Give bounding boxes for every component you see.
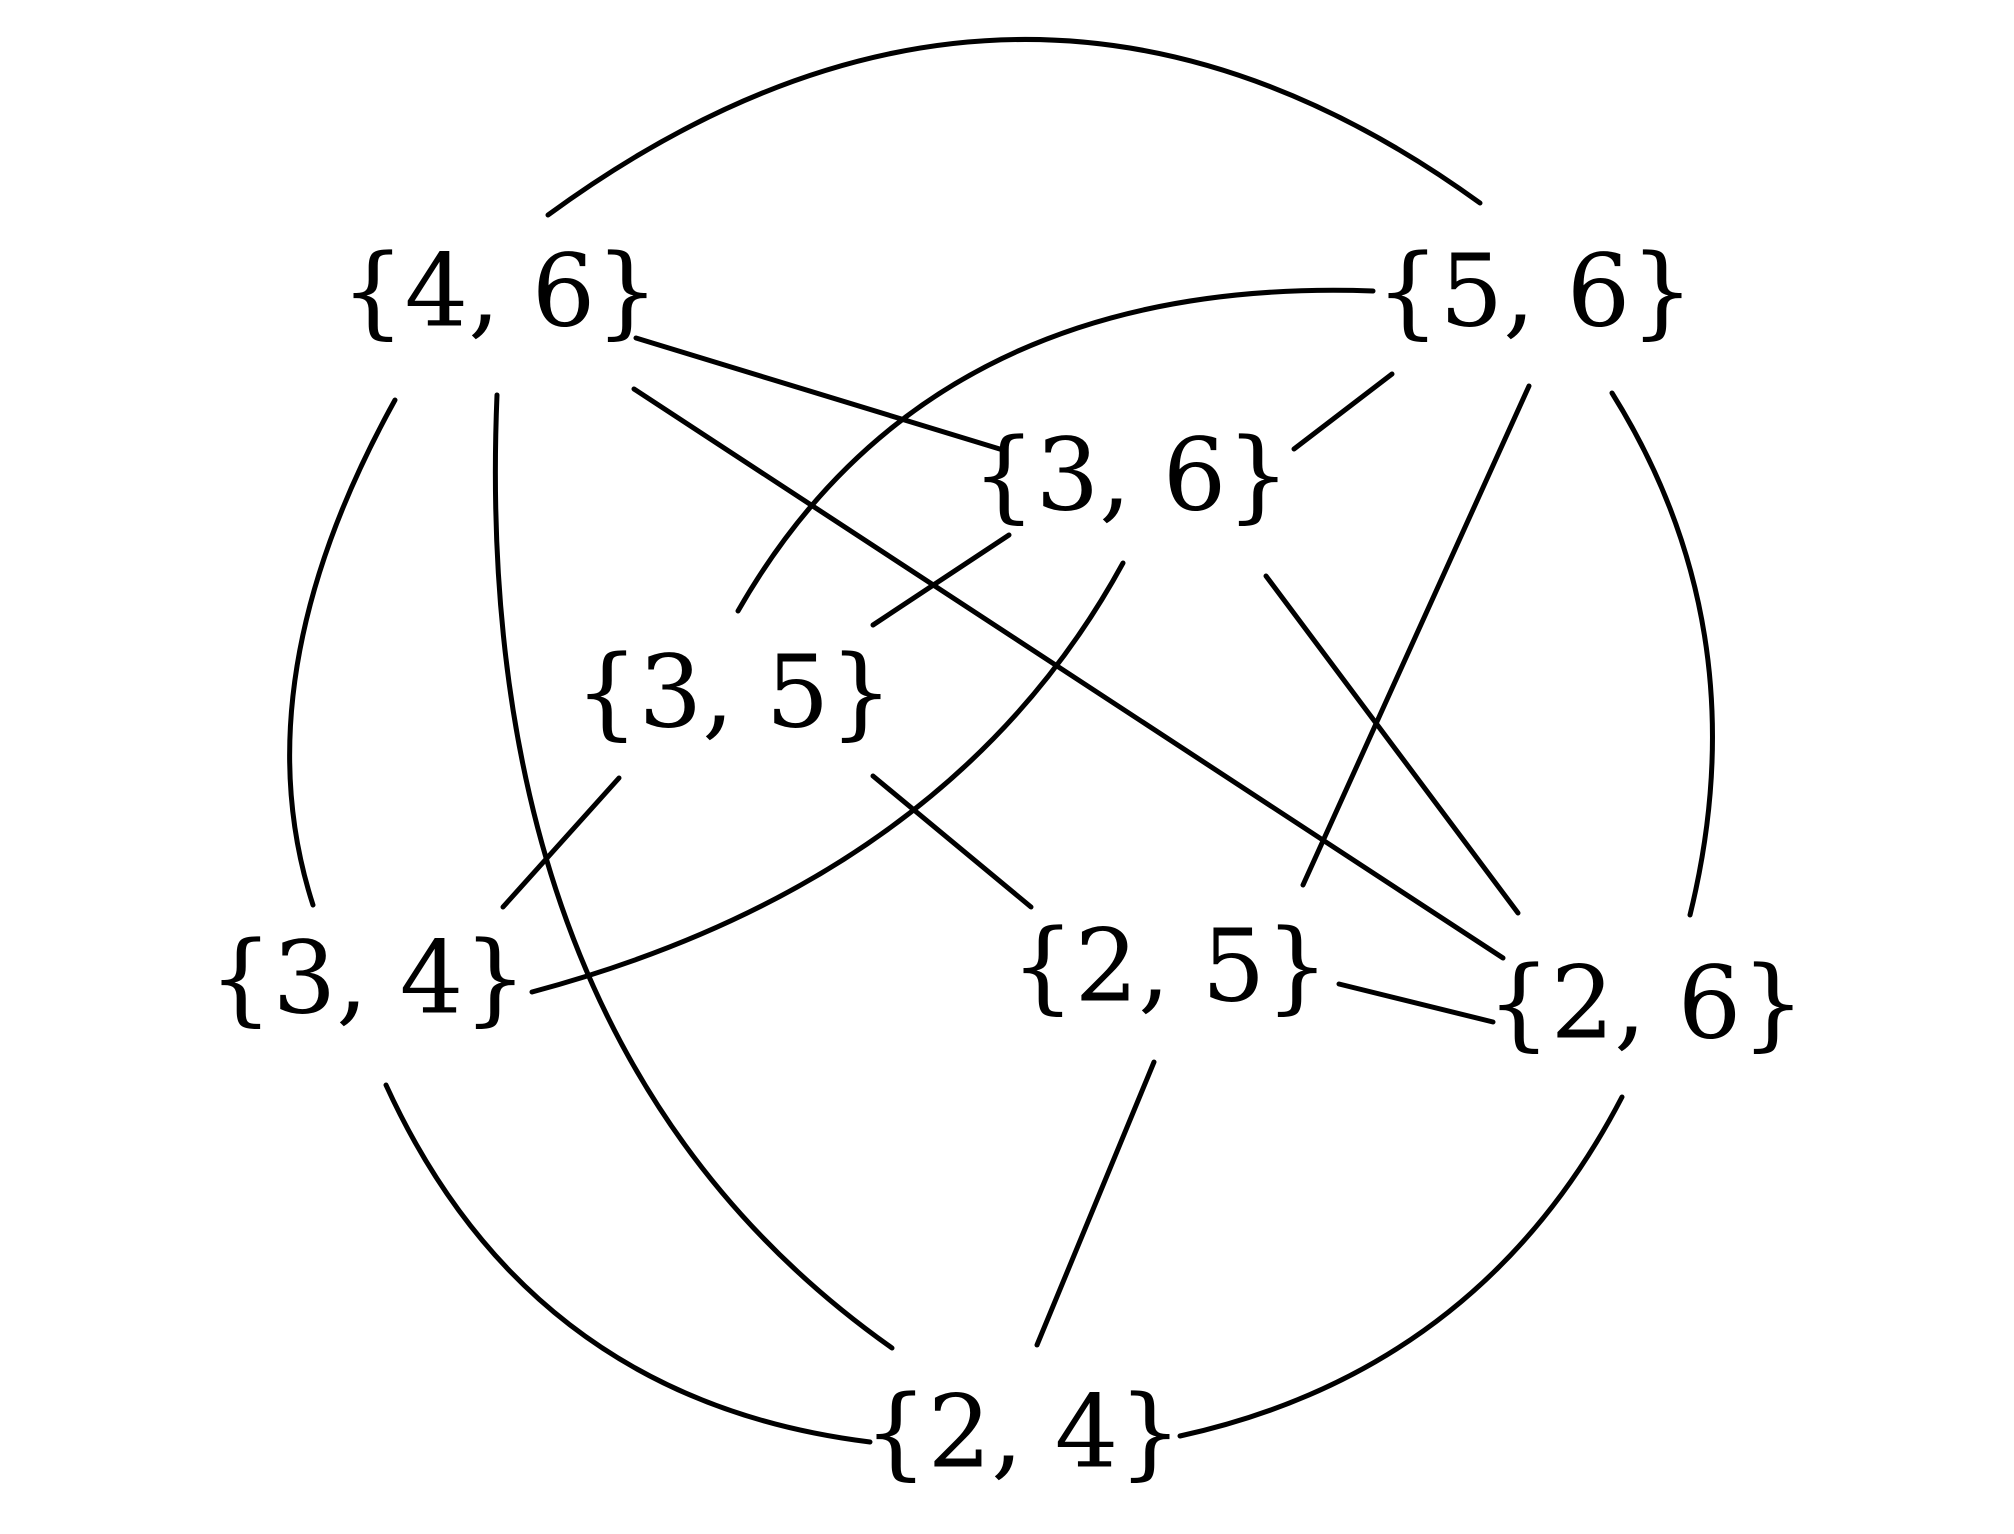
edge-46-34 bbox=[287, 397, 398, 908]
nodes: {4, 6} {5, 6} {3, 6} {3, 5} {3, 4} {2, 5… bbox=[209, 233, 1805, 1491]
node-4-6: {4, 6} bbox=[341, 233, 659, 350]
edge-56-25 bbox=[1300, 383, 1532, 888]
edge-46-56 bbox=[545, 36, 1483, 218]
edges bbox=[287, 36, 1715, 1445]
edge-56-36 bbox=[1291, 371, 1395, 452]
edge-36-26 bbox=[1263, 573, 1521, 916]
edge-26-24 bbox=[1177, 1094, 1625, 1439]
edge-35-25 bbox=[870, 773, 1034, 910]
edge-56-26 bbox=[1609, 390, 1715, 918]
edge-25-26 bbox=[1336, 981, 1496, 1025]
edge-36-35 bbox=[870, 532, 1012, 628]
edge-36-34 bbox=[529, 560, 1126, 995]
edge-46-36 bbox=[633, 335, 1006, 453]
edge-46-26 bbox=[631, 386, 1506, 961]
node-5-6: {5, 6} bbox=[1376, 233, 1694, 350]
node-3-6: {3, 6} bbox=[972, 417, 1290, 534]
node-2-4: {2, 4} bbox=[864, 1374, 1182, 1491]
node-3-4: {3, 4} bbox=[209, 920, 527, 1037]
edge-46-24 bbox=[492, 392, 895, 1351]
node-2-5: {2, 5} bbox=[1011, 908, 1329, 1025]
edge-25-24 bbox=[1034, 1059, 1157, 1348]
edge-34-24 bbox=[383, 1082, 873, 1445]
edge-56-35 bbox=[735, 287, 1376, 614]
node-3-5: {3, 5} bbox=[575, 634, 893, 751]
node-2-6: {2, 6} bbox=[1487, 945, 1805, 1062]
edge-35-34 bbox=[500, 775, 622, 910]
